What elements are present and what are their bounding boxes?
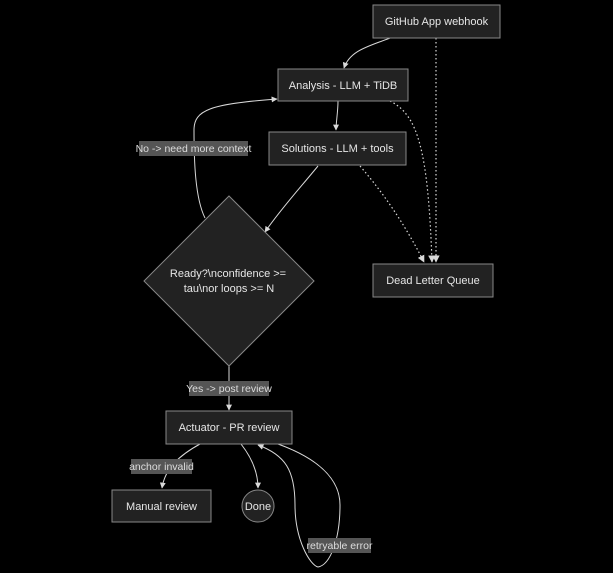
- edge-analysis-to-dlq: [389, 100, 436, 263]
- node-actuator: Actuator - PR review: [165, 410, 293, 445]
- svg-text:Analysis - LLM + TiDB: Analysis - LLM + TiDB: [289, 80, 398, 92]
- svg-text:Dead Letter Queue: Dead Letter Queue: [386, 275, 480, 287]
- node-done: Done: [241, 489, 275, 523]
- svg-text:Yes -> post review: Yes -> post review: [186, 383, 272, 395]
- svg-text:Done: Done: [245, 501, 271, 513]
- node-manual-review: Manual review: [111, 489, 212, 523]
- node-webhook: GitHub App webhook: [372, 4, 501, 39]
- svg-text:retryable error: retryable error: [307, 540, 373, 552]
- edge-label-retryable: retryable error: [307, 538, 373, 553]
- edge-webhook-to-analysis: [342, 37, 391, 69]
- svg-text:Actuator - PR review: Actuator - PR review: [179, 422, 280, 434]
- edge-analysis-to-solutions: [333, 100, 340, 131]
- svg-text:tau\nor loops >= N: tau\nor loops >= N: [184, 283, 275, 295]
- svg-text:Solutions - LLM + tools: Solutions - LLM + tools: [281, 143, 394, 155]
- edge-label-anchor-invalid: anchor invalid: [129, 459, 194, 474]
- edge-actuator-to-done: [240, 443, 261, 489]
- svg-text:anchor invalid: anchor invalid: [129, 461, 194, 473]
- edge-label-need-context: No -> need more context: [136, 141, 252, 156]
- edge-actuator-retry-loop: [257, 443, 341, 568]
- edge-label-post-review: Yes -> post review: [186, 381, 272, 396]
- node-decision: Ready?\nconfidence >= tau\nor loops >= N: [143, 195, 315, 367]
- edges: [159, 37, 440, 568]
- edge-solutions-to-decision: [264, 165, 319, 233]
- edge-decision-to-analysis: [193, 96, 278, 219]
- svg-text:GitHub App webhook: GitHub App webhook: [385, 16, 489, 28]
- node-solutions: Solutions - LLM + tools: [268, 131, 407, 166]
- edge-solutions-to-dlq: [359, 165, 425, 263]
- svg-text:Ready?\nconfidence >=: Ready?\nconfidence >=: [170, 268, 286, 280]
- node-analysis: Analysis - LLM + TiDB: [277, 68, 409, 102]
- svg-text:Manual review: Manual review: [126, 501, 197, 513]
- svg-text:No -> need more context: No -> need more context: [136, 143, 252, 155]
- node-dead-letter-queue: Dead Letter Queue: [372, 263, 494, 298]
